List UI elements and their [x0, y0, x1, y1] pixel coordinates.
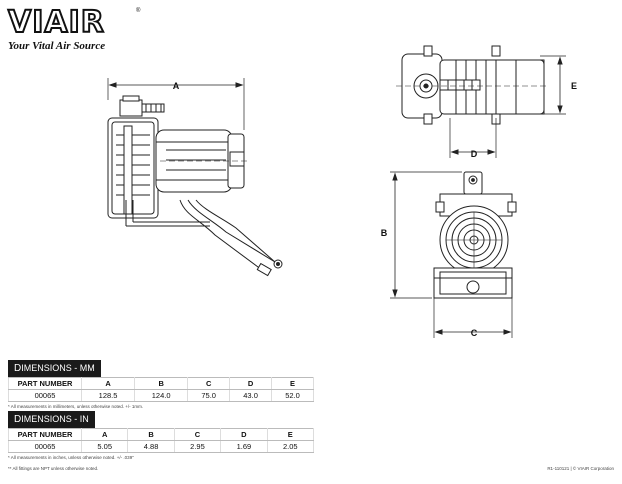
- column-header: PART NUMBER: [8, 377, 82, 390]
- top-view: [396, 45, 566, 158]
- fittings-note: ** All fittings are NPT unless otherwise…: [8, 466, 99, 471]
- table-row: 00065 5.05 4.88 2.95 1.69 2.05: [8, 440, 315, 453]
- registered-mark: ®: [136, 8, 141, 14]
- column-header: A: [81, 377, 136, 390]
- table-cell: 00065: [8, 389, 82, 402]
- table-cell: 00065: [8, 440, 82, 453]
- table-cell: 43.0: [229, 389, 273, 402]
- column-header: C: [174, 428, 222, 441]
- table-cell: 1.69: [220, 440, 268, 453]
- column-header: E: [271, 377, 314, 390]
- dimension-label-a: A: [173, 81, 180, 91]
- revision-copyright: R1-110121 | © VIAIR Corporation: [547, 466, 614, 471]
- column-header: B: [127, 428, 175, 441]
- table-cell: 4.88: [127, 440, 175, 453]
- brand-tagline: Your Vital Air Source: [8, 40, 106, 52]
- table-row: 00065 128.5 124.0 75.0 43.0 52.0: [8, 389, 314, 402]
- dimension-label-e: E: [571, 81, 577, 91]
- table-cell: 2.95: [174, 440, 222, 453]
- table-header-row: PART NUMBER A B C D E: [8, 428, 315, 441]
- dimension-label-c: C: [471, 328, 478, 338]
- mm-table-note: * All measurements in millimeters, unles…: [8, 404, 144, 409]
- table-cell: 128.5: [81, 389, 136, 402]
- dimensions-mm-section: DIMENSIONS - MM PART NUMBER A B C D E 00…: [8, 358, 314, 409]
- in-table-note: * All measurements in inches, unless oth…: [8, 455, 134, 460]
- brand-name: VIAIR: [7, 5, 105, 40]
- table-cell: 75.0: [187, 389, 231, 402]
- front-view: [390, 171, 517, 338]
- column-header: D: [229, 377, 273, 390]
- table-cell: 2.05: [267, 440, 315, 453]
- column-header: A: [81, 428, 129, 441]
- dimensions-in-section: DIMENSIONS - IN PART NUMBER A B C D E 00…: [8, 409, 315, 460]
- dimension-label-b: B: [381, 228, 388, 238]
- column-header: PART NUMBER: [8, 428, 82, 441]
- dimensions-mm-table: PART NUMBER A B C D E 00065 128.5 124.0 …: [8, 377, 314, 402]
- table-cell: 5.05: [81, 440, 129, 453]
- column-header: B: [134, 377, 189, 390]
- column-header: E: [267, 428, 315, 441]
- dimensions-mm-title: DIMENSIONS - MM: [8, 360, 101, 377]
- brand-logo: VIAIR ® Your Vital Air Source: [7, 5, 140, 53]
- table-cell: 52.0: [271, 389, 314, 402]
- table-cell: 124.0: [134, 389, 189, 402]
- technical-drawing: A E D B C: [107, 45, 577, 338]
- dimensions-in-title: DIMENSIONS - IN: [8, 411, 95, 428]
- column-header: D: [220, 428, 268, 441]
- side-view: [107, 78, 283, 277]
- dimension-label-d: D: [471, 149, 478, 159]
- column-header: C: [187, 377, 231, 390]
- table-header-row: PART NUMBER A B C D E: [8, 377, 314, 390]
- dimensions-in-table: PART NUMBER A B C D E 00065 5.05 4.88 2.…: [8, 428, 315, 453]
